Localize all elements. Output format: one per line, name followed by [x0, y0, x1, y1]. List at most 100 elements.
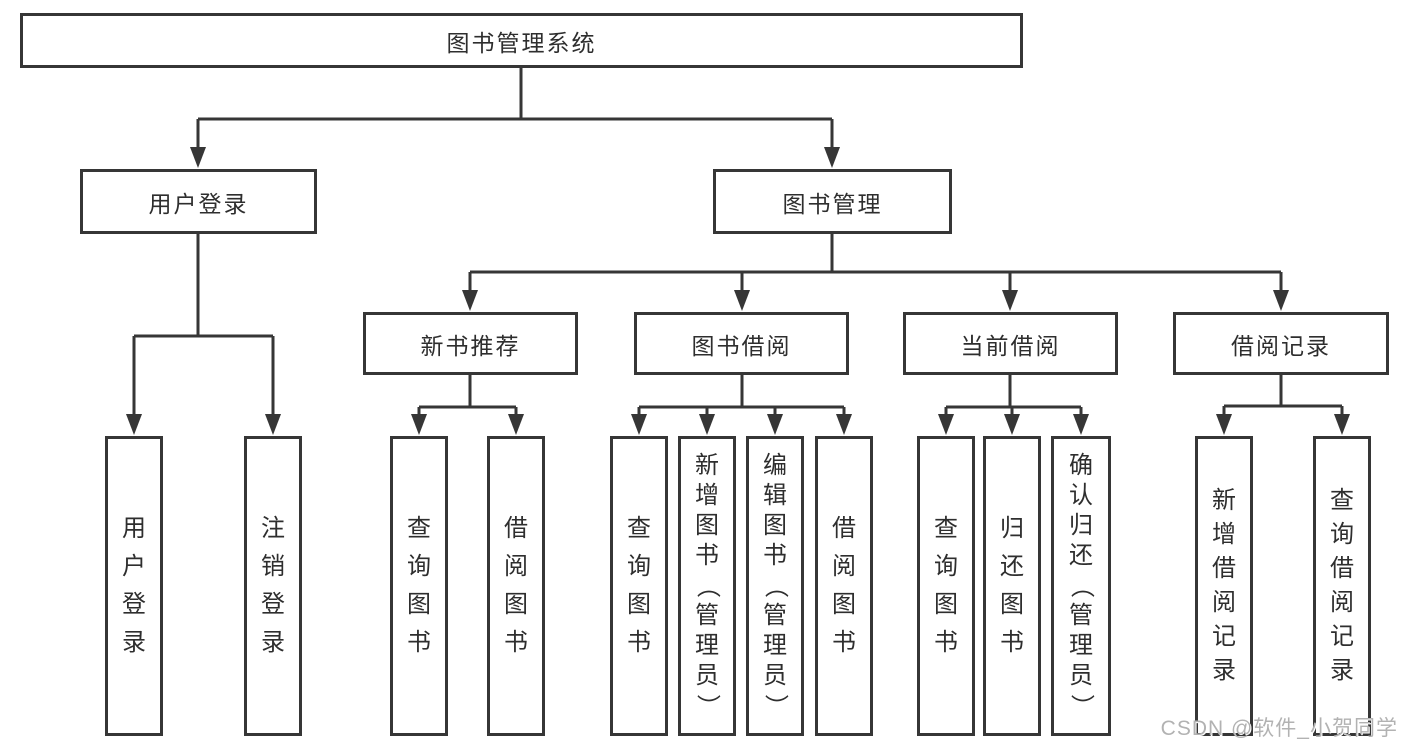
vertical-char: 认 — [1069, 482, 1093, 509]
vertical-char: 借 — [504, 515, 528, 542]
vertical-char: 录 — [261, 629, 285, 656]
csdn-watermark: CSDN @软件_小贺同学 — [1160, 717, 1398, 740]
vertical-char: 录 — [1330, 657, 1354, 684]
connector-user-login — [132, 234, 275, 416]
vertical-char: 查 — [627, 515, 651, 542]
vertical-char: 询 — [407, 553, 431, 580]
vertical-char: 图 — [1000, 591, 1024, 618]
vertical-char: 理 — [695, 632, 719, 659]
connector-book-borrow — [637, 375, 846, 417]
vertical-char: 借 — [832, 515, 856, 542]
arrow-icon — [631, 414, 647, 435]
vertical-char: 注 — [261, 515, 285, 542]
vertical-char: 图 — [763, 512, 787, 539]
connector-borrow-record — [1222, 375, 1344, 417]
vertical-char: 图 — [504, 591, 528, 618]
vertical-char: 阅 — [1330, 589, 1354, 616]
vertical-char: 图 — [627, 591, 651, 618]
vertical-char: 询 — [627, 553, 651, 580]
arrow-icon — [1216, 414, 1232, 435]
arrow-icon — [265, 414, 281, 435]
vertical-char: 销 — [261, 553, 285, 580]
arrow-icon — [1273, 290, 1289, 311]
arrow-icon — [824, 147, 840, 168]
node-user-login: 用户登录 — [80, 169, 317, 234]
vertical-char: 书 — [695, 542, 719, 569]
arrow-icon — [1002, 290, 1018, 311]
node-new-book-rec: 新书推荐 — [363, 312, 578, 375]
vertical-char: 查 — [934, 515, 958, 542]
vertical-char: 员 — [763, 662, 787, 689]
vertical-char: 新 — [1212, 487, 1236, 514]
arrow-icon — [126, 414, 142, 435]
vertical-char: 记 — [1212, 623, 1236, 650]
arrow-icon — [1073, 414, 1089, 435]
vertical-char: 管 — [1069, 602, 1093, 629]
vertical-char: 登 — [122, 591, 146, 618]
node-current-borrow: 当前借阅 — [903, 312, 1118, 375]
vertical-char: ） — [1068, 694, 1095, 718]
node-add-books-admin: 新增图书（管理员） — [678, 436, 736, 736]
node-borrow-books-rec: 借阅图书 — [487, 436, 545, 736]
vertical-char: 新 — [695, 452, 719, 479]
vertical-char: 图 — [934, 591, 958, 618]
vertical-char: 户 — [122, 553, 146, 580]
vertical-char: 理 — [763, 632, 787, 659]
vertical-char: 理 — [1069, 632, 1093, 659]
vertical-char: ） — [762, 694, 789, 718]
arrow-icon — [699, 414, 715, 435]
vertical-char: 归 — [1069, 512, 1093, 539]
vertical-char: ） — [694, 694, 721, 718]
node-edit-books-admin: 编辑图书（管理员） — [746, 436, 804, 736]
vertical-char: 录 — [122, 629, 146, 656]
vertical-char: （ — [694, 574, 721, 598]
node-borrow-books-leaf: 借阅图书 — [815, 436, 873, 736]
arrow-icon — [836, 414, 852, 435]
vertical-char: 增 — [695, 482, 719, 509]
vertical-char: （ — [1068, 574, 1095, 598]
vertical-char: 查 — [407, 515, 431, 542]
vertical-char: 图 — [695, 512, 719, 539]
vertical-char: 确 — [1069, 452, 1093, 479]
arrow-icon — [411, 414, 427, 435]
vertical-char: 录 — [1212, 657, 1236, 684]
vertical-char: 记 — [1330, 623, 1354, 650]
vertical-char: 员 — [1069, 662, 1093, 689]
node-add-borrow-record: 新增借阅记录 — [1195, 436, 1253, 736]
node-user-login-leaf: 用户登录 — [105, 436, 163, 736]
vertical-char: 阅 — [504, 553, 528, 580]
vertical-char: 增 — [1212, 521, 1236, 548]
node-book-mgmt: 图书管理 — [713, 169, 952, 234]
vertical-char: 书 — [934, 629, 958, 656]
node-query-books-borrow: 查询图书 — [610, 436, 668, 736]
vertical-char: 归 — [1000, 515, 1024, 542]
node-borrow-record: 借阅记录 — [1173, 312, 1389, 375]
vertical-char: 书 — [627, 629, 651, 656]
arrow-icon — [767, 414, 783, 435]
vertical-char: 辑 — [763, 482, 787, 509]
vertical-char: 借 — [1212, 555, 1236, 582]
vertical-char: 员 — [695, 662, 719, 689]
vertical-char: 书 — [504, 629, 528, 656]
connector-new-book-rec — [417, 375, 518, 417]
node-logout-leaf: 注销登录 — [244, 436, 302, 736]
vertical-char: 登 — [261, 591, 285, 618]
vertical-char: 编 — [763, 452, 787, 479]
connector-book-mgmt — [468, 234, 1283, 292]
vertical-char: 还 — [1069, 542, 1093, 569]
vertical-char: 阅 — [1212, 589, 1236, 616]
vertical-char: 阅 — [832, 553, 856, 580]
arrow-icon — [190, 147, 206, 168]
vertical-char: 书 — [832, 629, 856, 656]
vertical-char: 书 — [763, 542, 787, 569]
vertical-char: 书 — [407, 629, 431, 656]
vertical-char: 借 — [1330, 555, 1354, 582]
node-book-borrow: 图书借阅 — [634, 312, 849, 375]
node-return-books: 归还图书 — [983, 436, 1041, 736]
vertical-char: 管 — [763, 602, 787, 629]
arrow-icon — [462, 290, 478, 311]
vertical-char: 询 — [1330, 521, 1354, 548]
vertical-char: 还 — [1000, 553, 1024, 580]
connector-current-borrow — [944, 375, 1083, 417]
